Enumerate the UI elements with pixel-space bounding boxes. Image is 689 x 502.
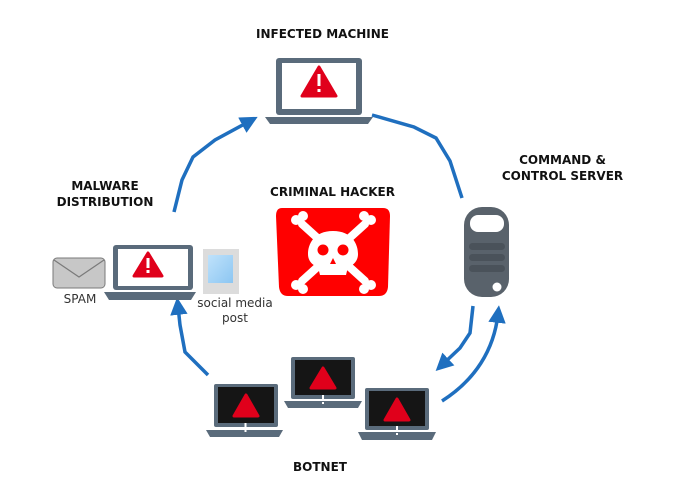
- social-media-label: social media post: [190, 296, 280, 326]
- arrow-botnet-to-server: [441, 305, 506, 403]
- arrow-infected-to-server: [371, 113, 464, 199]
- command-control-line2: CONTROL SERVER: [501, 169, 624, 183]
- flow-arrows: [170, 113, 506, 403]
- malware-line2: DISTRIBUTION: [56, 195, 154, 209]
- arrow-distribution-to-infected: [172, 116, 258, 213]
- social-media-post-icon: [203, 249, 239, 294]
- social-line1: social media: [197, 296, 273, 310]
- distribution-laptop-icon: [104, 245, 196, 300]
- bot-laptop-left-icon: [206, 384, 283, 437]
- arrow-server-to-botnet: [435, 305, 475, 372]
- social-line2: post: [222, 311, 248, 325]
- infected-machine-label: INFECTED MACHINE: [255, 27, 389, 41]
- arrow-botnet-to-distribution: [170, 297, 210, 377]
- malware-line1: MALWARE: [71, 179, 139, 193]
- command-control-server-icon: [464, 207, 509, 297]
- command-control-line1: COMMAND &: [519, 153, 606, 167]
- bot-laptop-middle-icon: [284, 357, 362, 408]
- infected-machine-laptop-icon: [265, 58, 373, 124]
- malware-distribution-label: MALWARE DISTRIBUTION: [45, 178, 165, 210]
- spam-label: SPAM: [63, 292, 97, 306]
- bot-laptop-right-icon: [358, 388, 436, 440]
- botnet-label: BOTNET: [293, 460, 347, 474]
- command-control-label: COMMAND & CONTROL SERVER: [490, 152, 635, 184]
- criminal-hacker-label: CRIMINAL HACKER: [270, 185, 395, 199]
- spam-envelope-icon: [52, 257, 106, 289]
- criminal-hacker-skull-icon: [276, 208, 390, 296]
